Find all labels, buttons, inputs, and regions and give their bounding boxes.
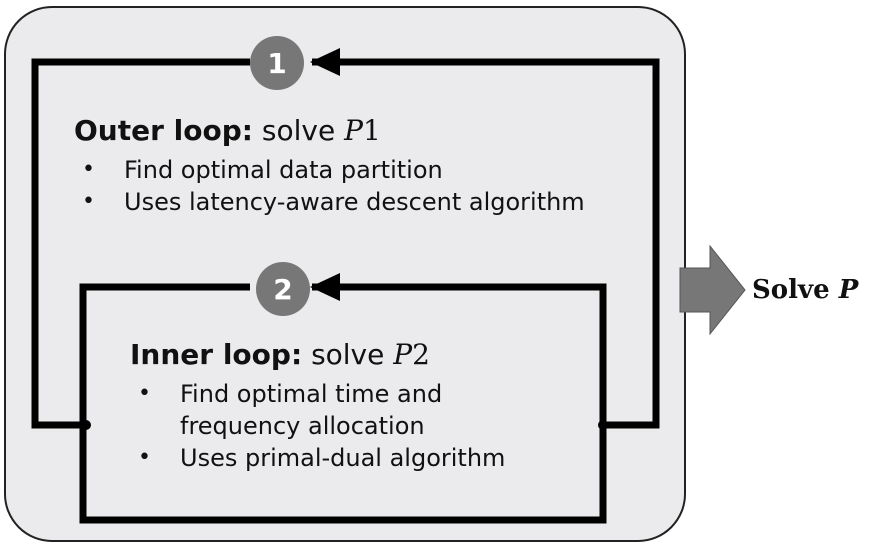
inner-loop-heading: Inner loop: solve P2: [130, 338, 505, 372]
output-arrow: [679, 244, 746, 336]
output-label: Solve P: [752, 275, 859, 305]
outer-loop-line: [312, 58, 660, 429]
list-item: Find optimal data partition: [74, 154, 585, 186]
outer-loop-bullets: Find optimal data partition Uses latency…: [74, 154, 585, 218]
outer-loop-arrowhead: [310, 48, 340, 76]
outer-loop-heading: Outer loop: solve P1: [74, 114, 585, 148]
inner-loop-step-badge: 2: [256, 262, 310, 316]
outer-loop-problem: P1: [344, 114, 381, 147]
outer-loop-text: Outer loop: solve P1 Find optimal data p…: [74, 114, 585, 218]
inner-loop-title: Inner loop:: [130, 338, 303, 371]
inner-loop-line: [79, 283, 607, 524]
inner-loop-text: Inner loop: solve P2 Find optimal time a…: [130, 338, 505, 474]
inner-loop-problem: P2: [393, 338, 430, 371]
inner-loop-bullets: Find optimal time and frequency allocati…: [130, 378, 505, 474]
inner-loop-arrowhead: [310, 273, 340, 301]
output-problem: P: [838, 275, 859, 305]
junction-right: [598, 420, 608, 430]
list-item: Uses latency-aware descent algorithm: [74, 186, 585, 218]
outer-loop-title: Outer loop:: [74, 114, 253, 147]
junction-left: [81, 420, 91, 430]
outer-loop-step-badge: 1: [250, 36, 304, 90]
list-item: Find optimal time and: [130, 378, 505, 410]
outer-loop-return-line: [31, 58, 250, 429]
inner-loop-solve-text: solve: [311, 338, 385, 371]
list-item-continuation: frequency allocation: [180, 412, 425, 440]
outer-loop-solve-text: solve: [261, 114, 336, 147]
list-item: Uses primal-dual algorithm: [130, 442, 505, 474]
